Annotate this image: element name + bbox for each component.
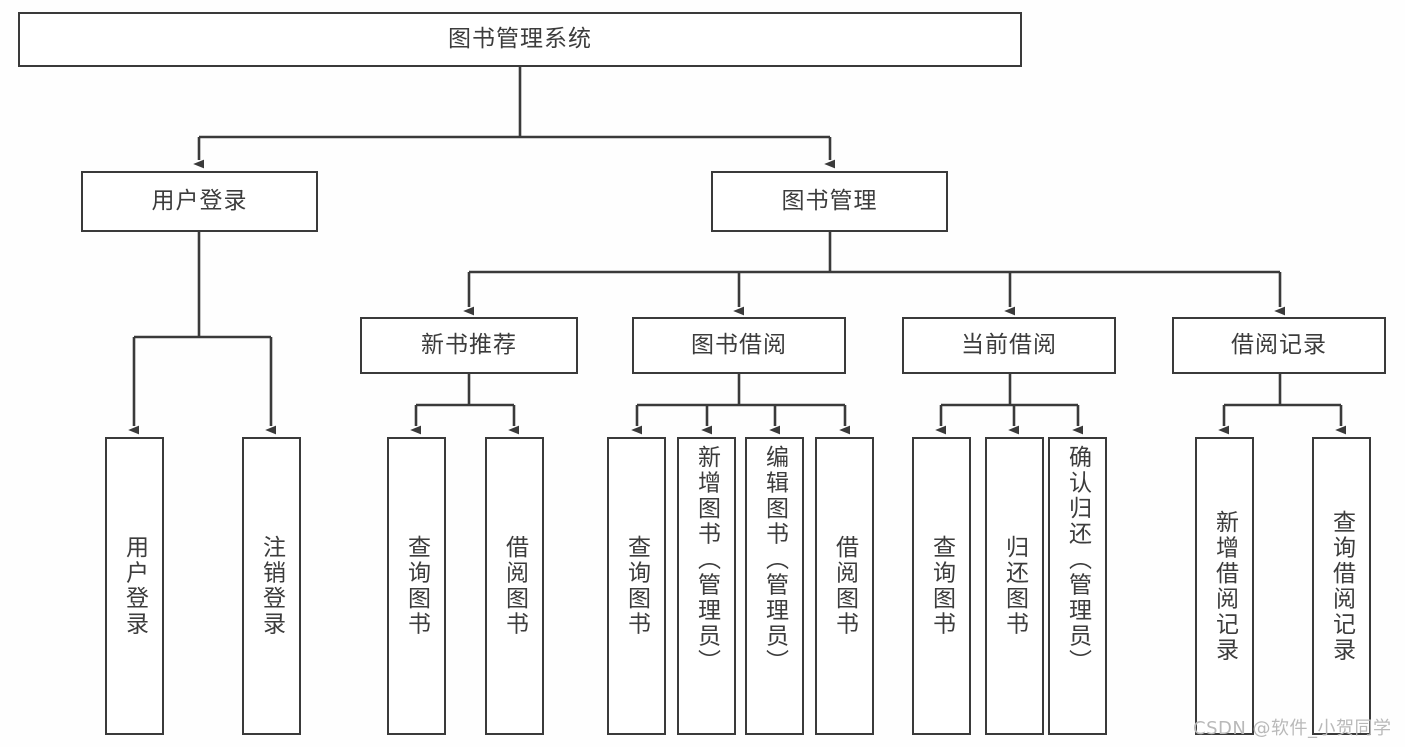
leaf-borrow-book-label: 借阅图书 (831, 535, 858, 637)
node-user-login[interactable]: 用户登录 (81, 171, 318, 232)
node-new-book-recommend[interactable]: 新书推荐 (360, 317, 578, 374)
leaf-borrow-book[interactable]: 借阅图书 (815, 437, 874, 735)
node-root[interactable]: 图书管理系统 (18, 12, 1022, 67)
leaf-add-record[interactable]: 新增借阅记录 (1195, 437, 1254, 735)
leaf-return-book[interactable]: 归还图书 (985, 437, 1044, 735)
leaf-return-book-label: 归还图书 (1001, 535, 1028, 637)
leaf-add-book[interactable]: 新增图书（管理员） (677, 437, 736, 735)
leaf-query-book-borrow-label: 查询图书 (623, 535, 650, 637)
leaf-query-book-new[interactable]: 查询图书 (387, 437, 446, 735)
leaf-user-logout[interactable]: 注销登录 (242, 437, 301, 735)
leaf-user-login[interactable]: 用户登录 (105, 437, 164, 735)
leaf-edit-book-label: 编辑图书（管理员） (761, 445, 788, 675)
leaf-query-book-new-label: 查询图书 (403, 535, 430, 637)
leaf-query-book-current[interactable]: 查询图书 (912, 437, 971, 735)
leaf-add-book-label: 新增图书（管理员） (693, 445, 720, 675)
leaf-confirm-return-label: 确认归还（管理员） (1064, 445, 1091, 675)
leaf-query-record[interactable]: 查询借阅记录 (1312, 437, 1371, 735)
node-borrow-records-label: 借阅记录 (1231, 331, 1327, 358)
node-book-borrow-label: 图书借阅 (691, 331, 787, 358)
node-borrow-records[interactable]: 借阅记录 (1172, 317, 1386, 374)
leaf-query-book-current-label: 查询图书 (928, 535, 955, 637)
node-book-management[interactable]: 图书管理 (711, 171, 948, 232)
leaf-borrow-book-new[interactable]: 借阅图书 (485, 437, 544, 735)
node-current-borrow-label: 当前借阅 (961, 331, 1057, 358)
node-user-login-label: 用户登录 (151, 187, 248, 214)
leaf-query-record-label: 查询借阅记录 (1328, 509, 1355, 663)
leaf-user-login-label: 用户登录 (121, 535, 148, 637)
csdn-watermark: CSDN @软件_小贺同学 (1193, 718, 1392, 739)
node-book-borrow[interactable]: 图书借阅 (632, 317, 846, 374)
leaf-query-book-borrow[interactable]: 查询图书 (607, 437, 666, 735)
leaf-borrow-book-new-label: 借阅图书 (501, 535, 528, 637)
leaf-edit-book[interactable]: 编辑图书（管理员） (745, 437, 804, 735)
node-new-book-recommend-label: 新书推荐 (421, 331, 517, 358)
leaf-user-logout-label: 注销登录 (258, 535, 285, 637)
node-current-borrow[interactable]: 当前借阅 (902, 317, 1116, 374)
leaf-add-record-label: 新增借阅记录 (1211, 509, 1238, 663)
node-root-label: 图书管理系统 (448, 25, 592, 52)
node-book-management-label: 图书管理 (781, 187, 878, 214)
leaf-confirm-return[interactable]: 确认归还（管理员） (1048, 437, 1107, 735)
